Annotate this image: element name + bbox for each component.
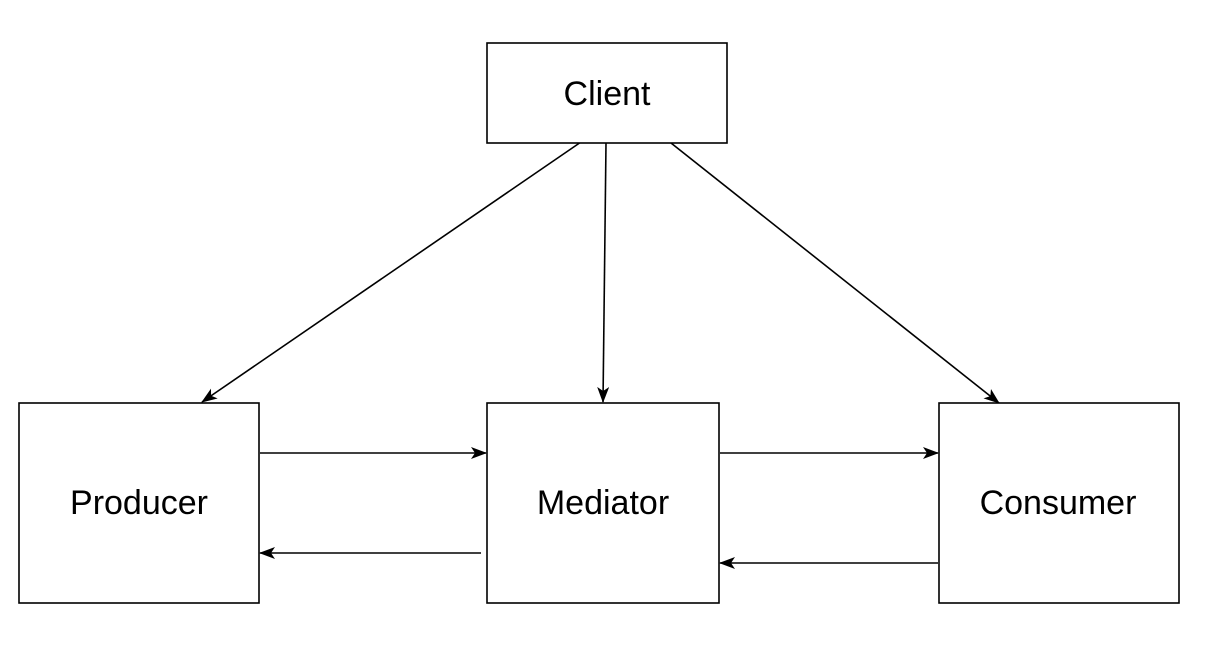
- node-consumer: Consumer: [938, 402, 1180, 604]
- node-producer: Producer: [18, 402, 260, 604]
- consumer-label: Consumer: [980, 484, 1137, 522]
- client-box: [486, 42, 728, 144]
- consumer-box: [938, 402, 1180, 604]
- producer-box: [18, 402, 260, 604]
- mediator-label: Mediator: [537, 484, 669, 522]
- arrow-client-to-consumer: [670, 142, 1000, 404]
- arrow-client-to-producer: [201, 141, 582, 403]
- client-label: Client: [564, 75, 651, 113]
- node-mediator: Mediator: [486, 402, 720, 604]
- producer-label: Producer: [70, 484, 208, 522]
- arrow-client-to-mediator: [597, 142, 610, 403]
- mediator-box: [486, 402, 720, 604]
- node-client: Client: [486, 42, 728, 144]
- edges: [201, 141, 1000, 569]
